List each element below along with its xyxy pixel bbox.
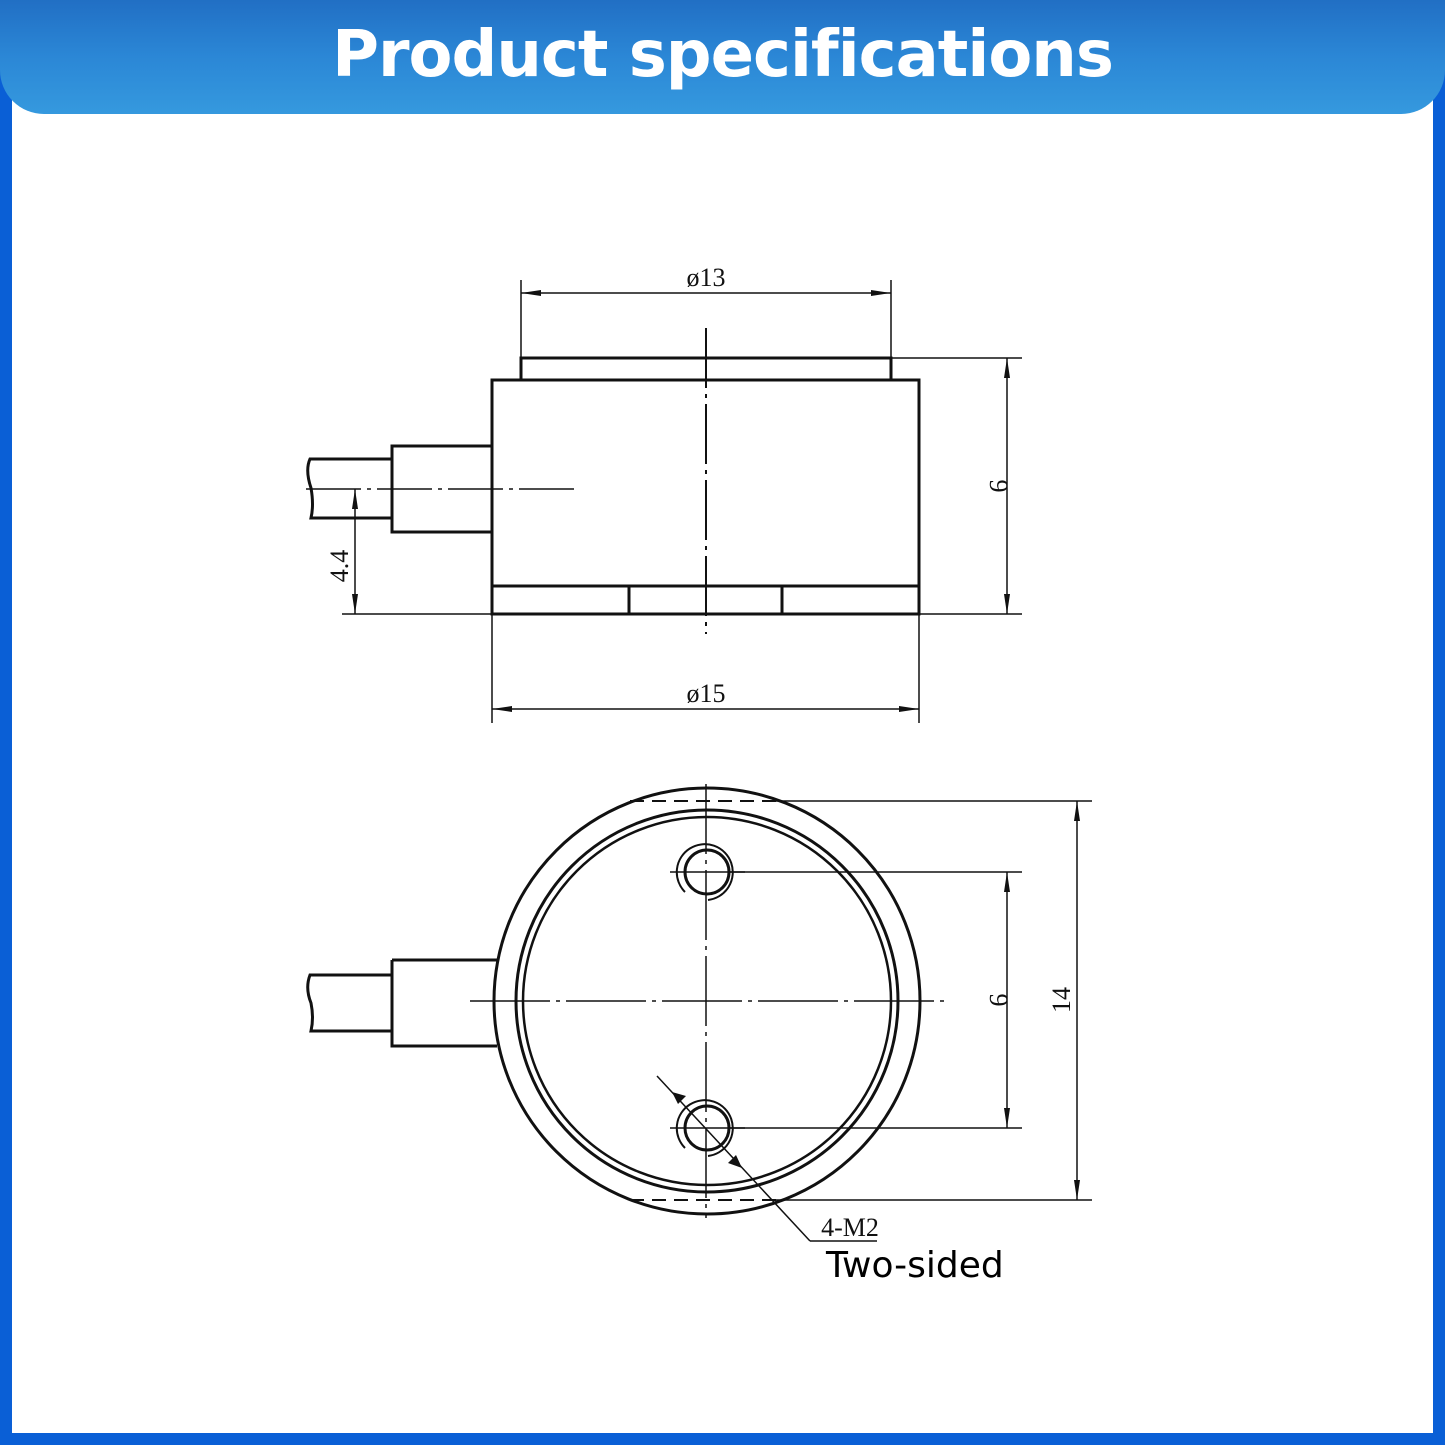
header-banner: Product specifications — [0, 0, 1445, 114]
thread-label: 4-M2 — [821, 1213, 879, 1242]
top-gland-outline — [390, 958, 497, 1048]
page-title: Product specifications — [332, 18, 1114, 92]
height-label: 9 — [984, 480, 1013, 493]
cable-outline — [306, 457, 392, 520]
hole-spacing-label: 9 — [984, 994, 1013, 1007]
top-diameter-label: ø13 — [687, 263, 726, 292]
cable-offset-label: 4.4 — [325, 550, 354, 583]
side-view — [306, 280, 1022, 723]
two-sided-note: Two-sided — [825, 1245, 1004, 1286]
outer-height-label: 14 — [1047, 987, 1076, 1013]
page-frame — [12, 0, 1433, 1433]
top-cable-outline — [306, 973, 392, 1033]
bottom-diameter-label: ø15 — [687, 679, 726, 708]
top-view — [306, 784, 1092, 1242]
